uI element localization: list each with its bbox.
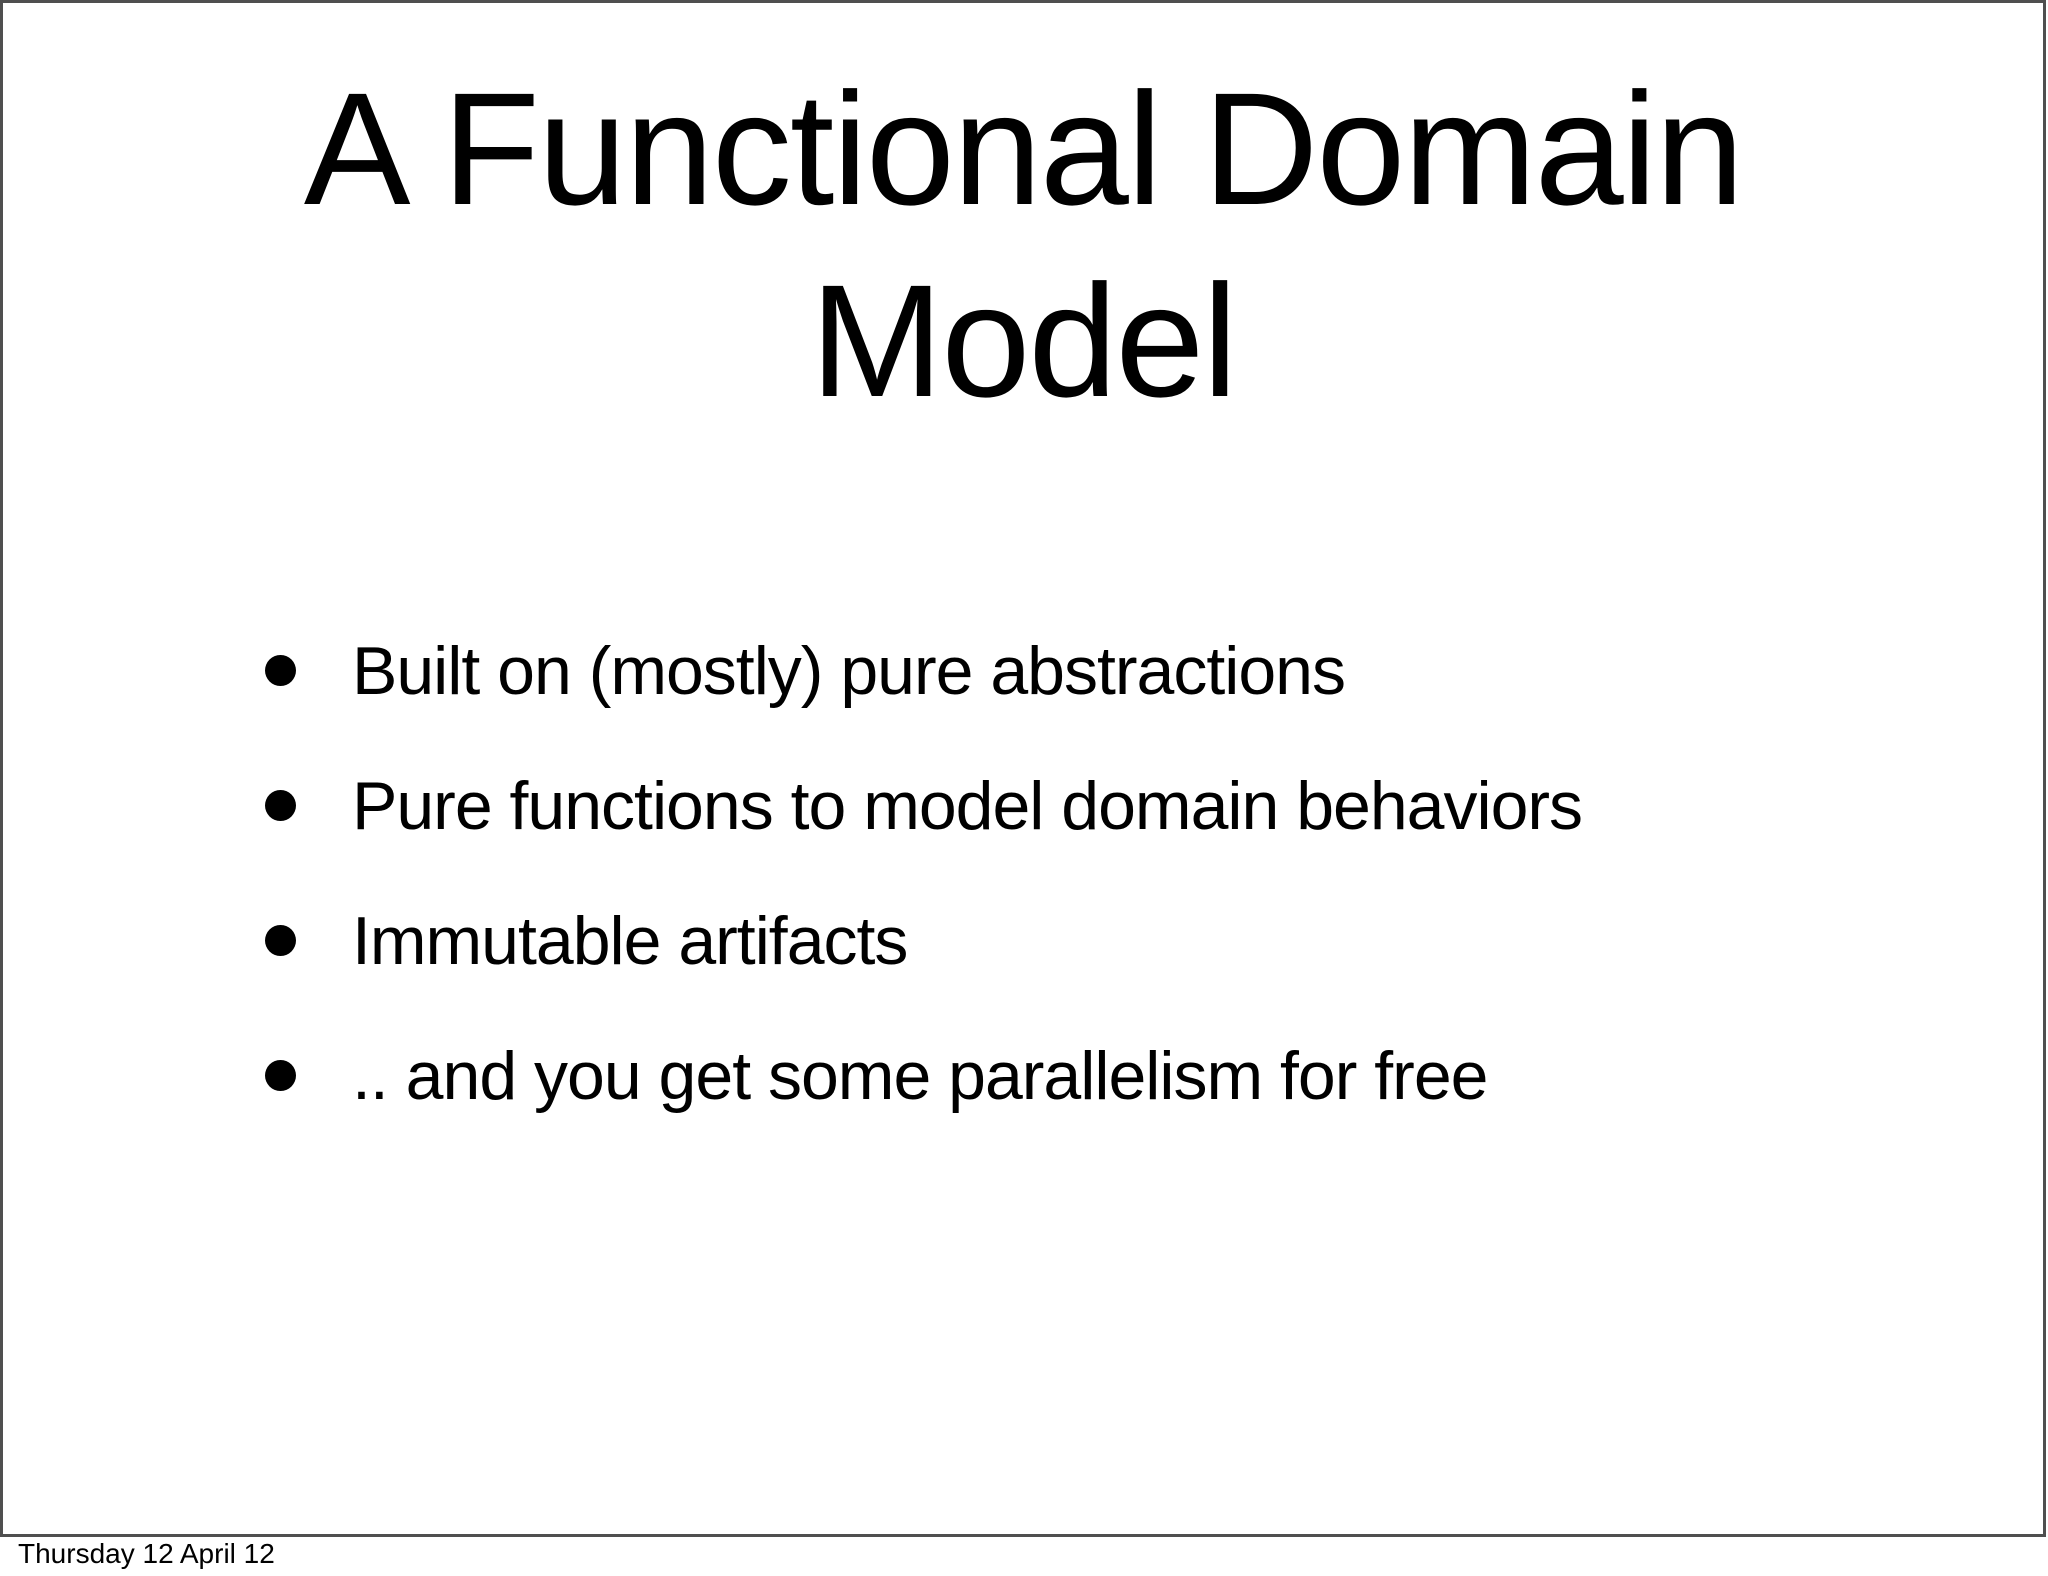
list-item: .. and you get some parallelism for free bbox=[265, 1008, 1582, 1143]
bullet-text: Built on (mostly) pure abstractions bbox=[352, 632, 1346, 709]
bullet-text: .. and you get some parallelism for free bbox=[352, 1037, 1488, 1114]
bullet-text: Pure functions to model domain behaviors bbox=[352, 767, 1583, 844]
slide-title-line-1: A Functional Domain bbox=[303, 59, 1744, 238]
list-item: Immutable artifacts bbox=[265, 873, 1582, 1008]
slide-date-footer: Thursday 12 April 12 bbox=[18, 1538, 275, 1569]
bullet-dot-icon bbox=[265, 790, 296, 821]
slide-title: A Functional Domain Model bbox=[3, 53, 2043, 437]
bullet-dot-icon bbox=[265, 1060, 296, 1091]
list-item: Built on (mostly) pure abstractions bbox=[265, 603, 1582, 738]
bullet-text: Immutable artifacts bbox=[352, 902, 908, 979]
list-item: Pure functions to model domain behaviors bbox=[265, 738, 1583, 873]
bullet-dot-icon bbox=[265, 655, 296, 686]
slide-title-line-2: Model bbox=[810, 251, 1238, 430]
bullet-list: Built on (mostly) pure abstractions Pure… bbox=[265, 603, 1583, 1143]
bullet-dot-icon bbox=[265, 925, 296, 956]
slide-canvas: A Functional Domain Model Built on (most… bbox=[0, 0, 2046, 1537]
